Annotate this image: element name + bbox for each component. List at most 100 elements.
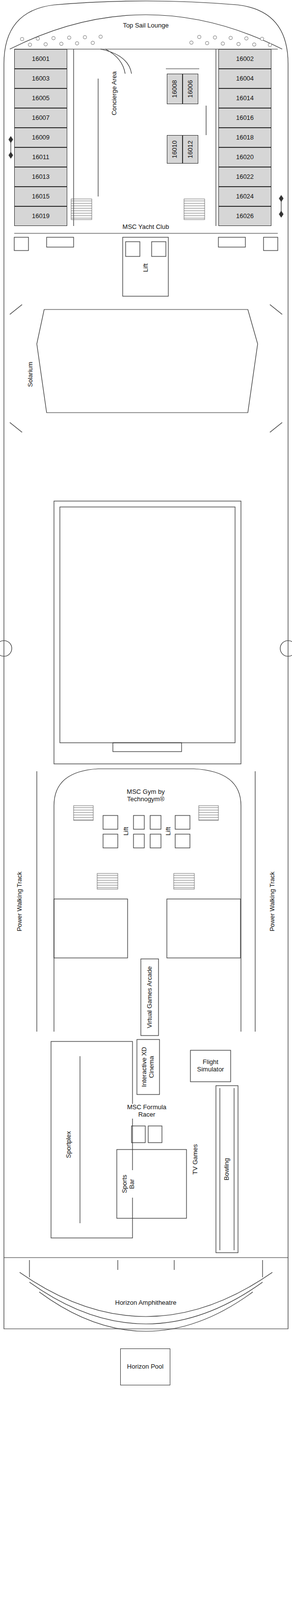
bar-area [116, 1148, 187, 1218]
stair-step [198, 819, 219, 820]
room-label: 16020 [236, 153, 254, 161]
deck-rail [9, 304, 283, 432]
sportplex-court [51, 1040, 133, 1237]
lounge-seat [268, 43, 272, 47]
lift-label: Lift [142, 262, 150, 273]
cabin-box: 16001 [14, 49, 68, 69]
stern-line [3, 1255, 289, 1257]
lounge-seat [99, 34, 103, 39]
lounge-seat [244, 36, 249, 41]
pool-steps [112, 742, 182, 751]
room [53, 898, 128, 957]
yacht-club-wall [14, 232, 278, 234]
stair-step [97, 886, 118, 888]
lounge-seat [67, 35, 72, 40]
lounge-seat [221, 41, 225, 46]
sportplex-net [79, 1055, 80, 1222]
stair-step [73, 816, 94, 818]
stair-step [97, 879, 118, 880]
pool-box: Horizon Pool [120, 1347, 171, 1384]
cabin-box: 16022 [218, 166, 272, 187]
stair-step [184, 203, 205, 204]
stair-step [184, 215, 205, 216]
amphitheatre-seating [19, 1271, 273, 1330]
lift-label: Lift [164, 824, 173, 836]
room [166, 898, 241, 957]
stair [198, 804, 219, 820]
area-name: Sports Bar [121, 1168, 136, 1197]
corridor-wall [73, 49, 216, 226]
walking-track [36, 770, 256, 1031]
cabin-box: 16018 [218, 127, 272, 148]
deck-structure [46, 237, 74, 247]
pool [59, 506, 236, 743]
lounge-name: Top Sail Lounge [121, 22, 170, 30]
lounge-seat [52, 36, 56, 40]
stair-step [71, 210, 92, 212]
room-label: 16013 [31, 173, 50, 181]
room-label: 16001 [31, 55, 50, 63]
lounge-seat [44, 42, 48, 47]
racer-unit [131, 1124, 146, 1142]
area-name: TV Games [191, 1141, 200, 1175]
lounge-seat [252, 42, 257, 47]
side-bump [0, 639, 12, 656]
room-label: 16009 [31, 133, 50, 141]
room-label: 16011 [31, 153, 50, 161]
stair-step [97, 884, 118, 885]
lounge-seat [20, 37, 25, 41]
lounge-seat [28, 43, 32, 47]
room-label: 16003 [31, 75, 50, 82]
room-label: 16024 [236, 192, 254, 200]
area-name: Solarium [26, 360, 35, 388]
area-name: MSC Gym by Technogym® [115, 787, 177, 803]
hull-outline [3, 0, 289, 1328]
area-name: Virtual Games Arcade [146, 964, 154, 1029]
area-name: MSC Formula Racer [121, 1102, 173, 1118]
room-label: 16012 [186, 140, 194, 159]
lift-car [175, 833, 190, 848]
area-name: Interactive XD Cinema [140, 1044, 156, 1088]
room-label: Horizon Pool [127, 1361, 164, 1369]
deck-structure [218, 237, 246, 247]
stair-step [71, 203, 92, 204]
room-label: 16004 [236, 75, 254, 82]
lift-car [150, 814, 161, 829]
room-label: 16008 [171, 79, 179, 98]
area-name: Horizon Amphitheatre [113, 1298, 178, 1306]
racer-unit [148, 1124, 162, 1142]
stair-step [71, 205, 92, 207]
stair [173, 872, 195, 889]
cabin-box: 16012 [182, 134, 199, 164]
room-label: 16016 [236, 114, 254, 122]
area-name: MSC Yacht Club [121, 223, 171, 231]
room-label: 16007 [31, 114, 50, 122]
lift-label: Lift [122, 824, 131, 836]
stair-step [73, 806, 94, 808]
stair-step [184, 210, 205, 212]
lounge-seat [197, 35, 202, 39]
stair-step [71, 200, 92, 202]
bowling-lanes [215, 1084, 239, 1252]
lounge-arc [9, 14, 283, 50]
room-label: 16002 [236, 55, 254, 63]
room-label: 16026 [236, 212, 254, 220]
stair-step [173, 884, 195, 885]
cabin-box: 16010 [166, 134, 183, 164]
lounge-seat [229, 36, 233, 40]
lounge-seat [237, 42, 241, 46]
stair-step [198, 806, 219, 808]
cabin-box: 16014 [218, 88, 272, 108]
bowling-lane-line [219, 1087, 235, 1249]
stair-step [184, 208, 205, 209]
amphitheatre-structure [29, 1258, 263, 1276]
stair [184, 198, 205, 220]
stair-step [173, 886, 195, 888]
room-label: 16006 [186, 79, 194, 98]
gym-arch [53, 768, 241, 1031]
stair-step [173, 876, 195, 878]
lounge-seat [75, 41, 80, 46]
lounge-seat [260, 37, 265, 41]
lift-shaft [122, 237, 169, 296]
side-bump [280, 639, 292, 656]
